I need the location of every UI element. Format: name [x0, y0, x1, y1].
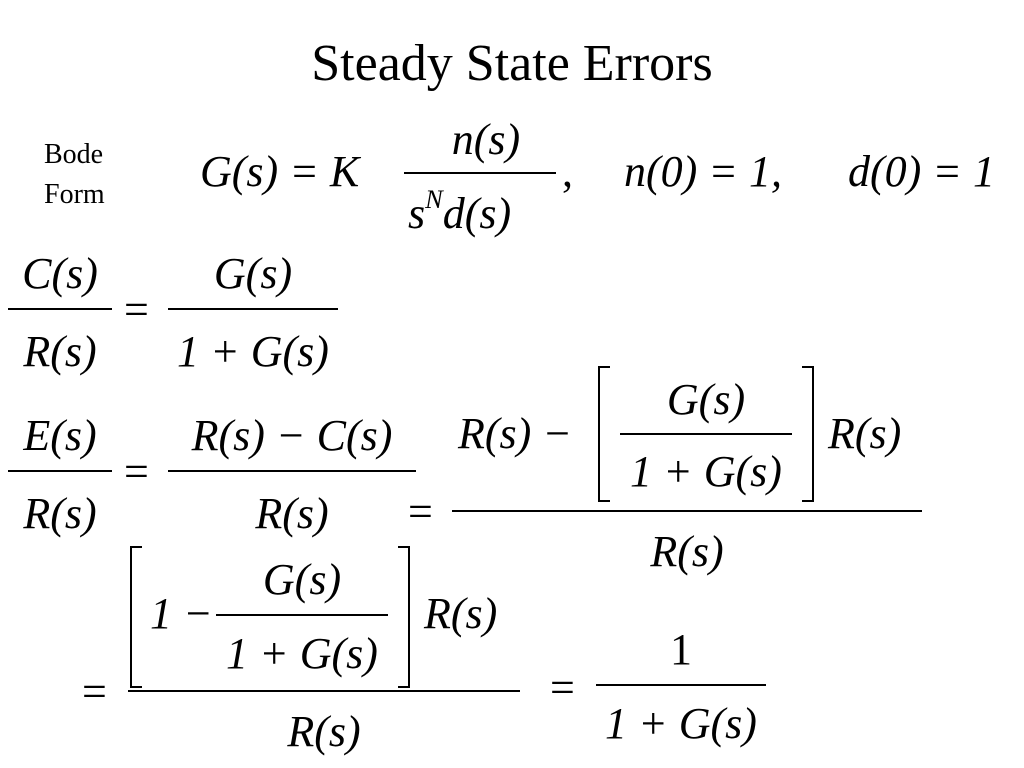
err-big-right: R(s) — [828, 409, 902, 458]
bode-condition-d: d(0) = 1 — [848, 147, 995, 196]
final-result-bar — [596, 684, 766, 686]
err-big-den: R(s) — [650, 527, 724, 576]
bode-denominator: sNd(s) — [408, 186, 512, 238]
cl-lhs-bar — [8, 308, 112, 310]
bode-fraction-bar — [404, 172, 556, 174]
err-lhs-bar — [8, 470, 112, 472]
final-equals-2: = — [550, 663, 575, 712]
bode-label-line1: Bode — [44, 139, 104, 170]
cl-rhs-den: 1 + G(s) — [177, 327, 329, 376]
err-right-bracket — [802, 366, 814, 502]
final-big-bar — [128, 690, 520, 692]
page-title: Steady State Errors — [311, 35, 713, 92]
cl-lhs-num: C(s) — [22, 249, 98, 298]
err-lhs-num: E(s) — [23, 411, 97, 460]
err-left-bracket — [598, 366, 610, 502]
bode-lhs: G(s) = K — [200, 147, 360, 196]
err-big-bar — [452, 510, 922, 512]
err-mid-num: R(s) − C(s) — [191, 411, 393, 460]
bode-den-base: s — [408, 189, 426, 238]
err-inner-num: G(s) — [666, 375, 746, 424]
bode-den-rest: d(s) — [442, 189, 512, 238]
final-inner-den: 1 + G(s) — [226, 629, 378, 678]
final-equals-1: = — [82, 667, 107, 716]
cl-equals: = — [124, 285, 149, 334]
bode-label-line2: Form — [44, 179, 105, 210]
err-equals-1: = — [124, 447, 149, 496]
err-equals-2: = — [408, 487, 433, 536]
cl-rhs-num: G(s) — [213, 249, 293, 298]
cl-rhs-bar — [168, 308, 338, 310]
bode-numerator: n(s) — [451, 115, 521, 164]
final-big-den: R(s) — [287, 707, 361, 756]
final-left-bracket — [130, 546, 142, 688]
final-inner-bar — [216, 614, 388, 616]
err-inner-bar — [620, 433, 792, 435]
bode-den-exponent: N — [425, 184, 443, 215]
bode-condition-n: n(0) = 1, — [624, 147, 782, 196]
err-mid-den: R(s) — [255, 489, 329, 538]
bode-comma: , — [562, 147, 573, 196]
final-inner-num: G(s) — [262, 555, 342, 604]
final-one-minus: 1 − — [150, 589, 213, 638]
err-inner-den: 1 + G(s) — [630, 447, 782, 496]
err-big-left: R(s) − — [458, 409, 572, 458]
err-lhs-den: R(s) — [23, 489, 97, 538]
final-rhs: R(s) — [424, 589, 498, 638]
err-mid-bar — [168, 470, 416, 472]
final-result-den: 1 + G(s) — [605, 699, 757, 748]
final-result-num: 1 — [670, 625, 692, 674]
final-right-bracket — [398, 546, 410, 688]
cl-lhs-den: R(s) — [23, 327, 97, 376]
